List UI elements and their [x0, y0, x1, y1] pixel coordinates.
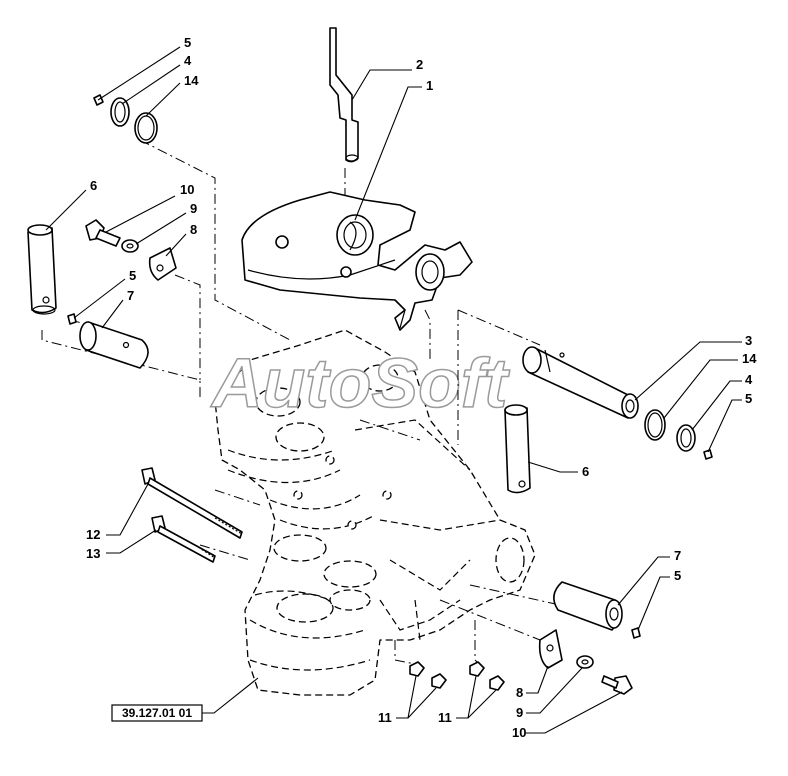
part-2-locking-rod	[329, 27, 359, 163]
callout-4-right: 4	[745, 372, 753, 387]
callout-3: 3	[745, 333, 752, 348]
part-7-bushing-right	[553, 581, 623, 631]
part-4-circlip-top	[110, 97, 130, 127]
callout-6-left: 6	[90, 178, 97, 193]
callout-9-left: 9	[190, 201, 197, 216]
part-8-plate-right	[538, 629, 563, 669]
part-12-long-bolt	[141, 467, 243, 539]
callout-1: 1	[426, 78, 433, 93]
part-5-grease-nipple-right	[703, 449, 713, 460]
callout-11-right: 11	[438, 710, 452, 725]
part-5-grease-nipple-lower	[631, 627, 641, 639]
part-6-pin-left	[27, 224, 57, 315]
part-6-pin-right	[504, 404, 531, 494]
callout-8-right: 8	[516, 685, 523, 700]
callout-5-left: 5	[129, 268, 136, 283]
reference-code-text: 39.127.01 01	[122, 706, 192, 720]
part-8-plate-left	[148, 247, 177, 281]
callout-4-top: 4	[184, 53, 192, 68]
callout-10-right: 10	[512, 725, 526, 740]
callout-12: 12	[86, 527, 100, 542]
part-10-bolt-left	[85, 219, 121, 247]
callout-6-right: 6	[582, 464, 589, 479]
callout-14-right: 14	[742, 351, 757, 366]
part-9-washer-left	[121, 239, 139, 253]
callout-7-right: 7	[674, 548, 681, 563]
leader-lines	[45, 46, 742, 734]
callout-10-left: 10	[180, 182, 194, 197]
watermark-text: AutoSoft	[210, 344, 510, 422]
callout-13: 13	[86, 546, 100, 561]
part-14-ring-top	[134, 112, 158, 144]
part-11-nuts	[409, 661, 505, 691]
part-9-washer-right	[576, 655, 594, 669]
part-4-circlip-right	[676, 424, 696, 452]
part-10-bolt-right	[601, 675, 633, 695]
callout-5-top: 5	[184, 35, 191, 50]
reference-code-box: 39.127.01 01	[111, 704, 203, 722]
part-13-long-bolt	[151, 515, 216, 563]
callout-labels: 5 4 14 2 1 6 10 9 8 5 7 3 14 4 5 6 12 13…	[86, 35, 757, 740]
part-14-ring-right	[644, 409, 666, 441]
swing-bracket-casting	[214, 329, 536, 696]
callout-14-top: 14	[184, 73, 199, 88]
callout-9-right: 9	[516, 705, 523, 720]
part-1-swing-plate	[241, 191, 473, 331]
callout-7-left: 7	[127, 288, 134, 303]
callout-5-lower: 5	[674, 568, 681, 583]
callout-2: 2	[416, 57, 423, 72]
part-5-grease-nipple-left	[67, 313, 77, 325]
part-3-pivot-pin	[522, 346, 639, 419]
callout-11-left: 11	[378, 710, 392, 725]
callout-8-left: 8	[190, 222, 197, 237]
part-7-bushing-left	[79, 321, 149, 369]
callout-5-right: 5	[745, 391, 752, 406]
